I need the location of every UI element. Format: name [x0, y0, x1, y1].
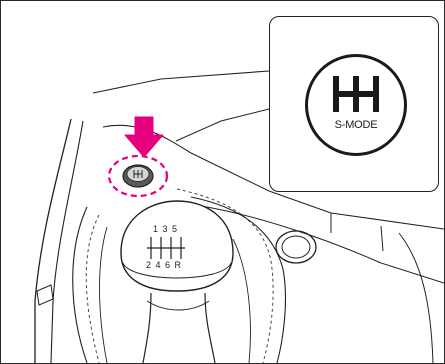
boot-outline [73, 207, 87, 363]
console-round-button-inner [282, 236, 310, 258]
s-mode-badge: S-MODE [305, 54, 407, 156]
s-mode-label: S-MODE [308, 119, 404, 131]
shift-pattern-bottom-gears: 2 4 6 R [146, 260, 182, 270]
console-trim-line [51, 121, 83, 363]
console-edge [399, 233, 433, 363]
shift-pattern-top-gears: 1 3 5 [153, 224, 178, 234]
hh-shift-pattern-icon [328, 74, 384, 114]
console-edge [201, 206, 444, 283]
shift-boot-collar [147, 301, 209, 310]
console-edge [269, 191, 444, 229]
boot-stitching [86, 215, 99, 363]
callout-box: S-MODE [269, 16, 439, 192]
indicator-arrow [125, 117, 163, 157]
trim-clip [37, 285, 53, 305]
boot-fold [233, 239, 250, 363]
boot-fold [100, 227, 108, 363]
console-trim-line [35, 119, 71, 363]
console-edge [93, 71, 269, 93]
callout-leader-line [176, 109, 269, 141]
